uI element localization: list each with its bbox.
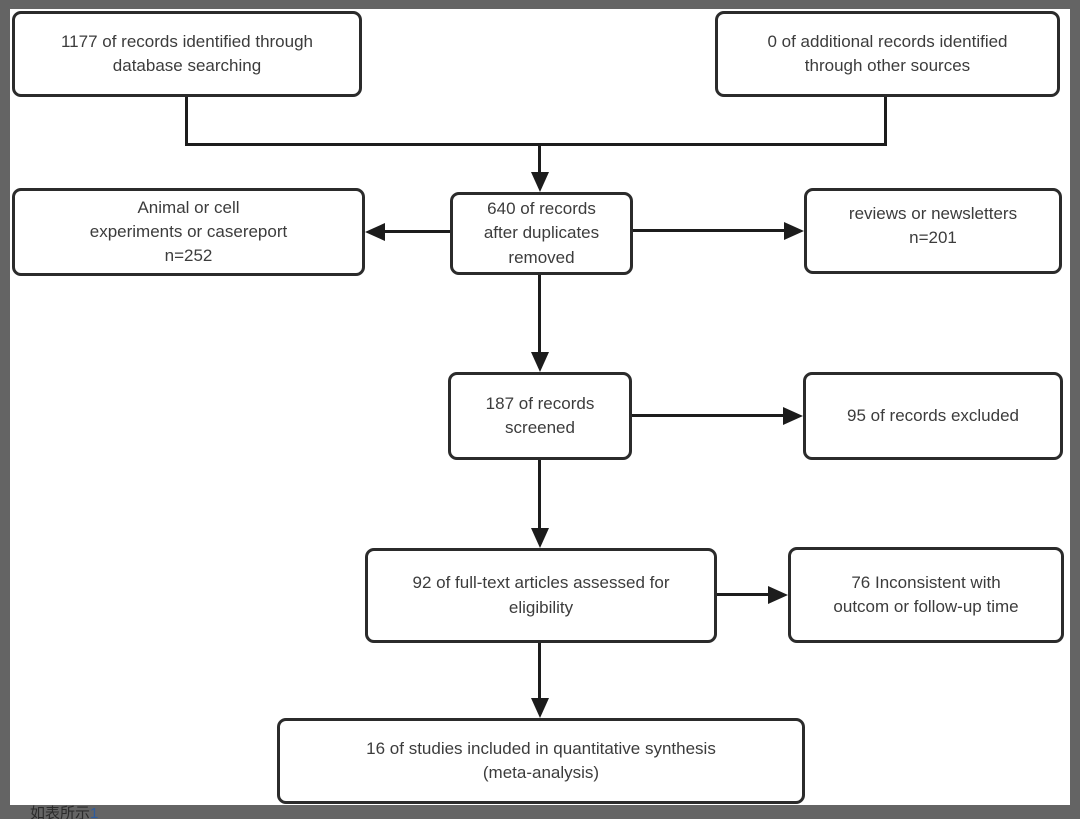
connector-line (185, 97, 188, 146)
box-text-line: 76 Inconsistent with (851, 572, 1001, 592)
arrowhead-down-icon (531, 698, 549, 718)
connector-line (538, 643, 541, 700)
box-excluded-inconsistent: 76 Inconsistent with outcom or follow-up… (788, 547, 1064, 643)
box-studies-included: 16 of studies included in quantitative s… (277, 718, 805, 804)
connector-line (383, 230, 450, 233)
box-fulltext-assessed: 92 of full-text articles assessed for el… (365, 548, 717, 643)
connector-line (185, 143, 887, 146)
box-text-line: screened (505, 418, 575, 437)
box-text-line: outcom or follow-up time (833, 597, 1019, 616)
box-excluded-reviews-newsletters: reviews or newsletters n=201 (804, 188, 1062, 274)
box-text-line: Animal or cell (137, 197, 240, 217)
diagram-canvas: 1177 of records identified through datab… (10, 9, 1070, 805)
box-text-line: database searching (112, 56, 262, 75)
box-text-line: through other sources (804, 56, 971, 75)
box-after-duplicates-removed: 640 of records after duplicates removed (450, 192, 633, 275)
box-text-line: (meta-analysis) (482, 763, 600, 782)
caption-reference-number: 1 (90, 805, 99, 819)
box-text-line: 16 of studies included in quantitative s… (366, 738, 716, 758)
box-text-line: 92 of full-text articles assessed for (412, 573, 670, 593)
box-text-line: 1177 of records identified through (60, 31, 314, 51)
box-text-line: 95 of records excluded (847, 405, 1019, 425)
connector-line (633, 229, 786, 232)
box-text-line: eligibility (508, 597, 574, 617)
connector-line (884, 97, 887, 146)
box-additional-records: 0 of additional records identified throu… (715, 11, 1060, 97)
arrowhead-right-icon (783, 407, 803, 425)
box-text-line: 640 of records (487, 199, 596, 219)
box-text-line: 187 of records (485, 393, 595, 413)
caption-text: 如表所示 (30, 805, 91, 819)
box-text-line: reviews or newsletters (848, 204, 1018, 223)
box-records-excluded: 95 of records excluded (803, 372, 1063, 460)
box-records-screened: 187 of records screened (448, 372, 632, 460)
arrowhead-down-icon (531, 528, 549, 548)
connector-line (538, 275, 541, 354)
box-text-line: removed (508, 247, 575, 267)
box-excluded-animal-cell: Animal or cell experiments or casereport… (12, 188, 365, 276)
box-text-line: experiments or casereport (89, 221, 288, 241)
arrowhead-down-icon (531, 352, 549, 372)
arrowhead-left-icon (365, 223, 385, 241)
box-text-line: after duplicates (483, 223, 600, 243)
box-text-line: n=201 (909, 228, 957, 248)
arrowhead-right-icon (784, 222, 804, 240)
arrowhead-right-icon (768, 586, 788, 604)
box-records-identified: 1177 of records identified through datab… (12, 11, 362, 97)
connector-line (538, 460, 541, 530)
connector-line (632, 414, 785, 417)
connector-line (538, 143, 541, 174)
box-text-line: 0 of additional records identified (767, 31, 1008, 51)
arrowhead-down-icon (531, 172, 549, 192)
figure-caption: 如表所示1 (30, 806, 98, 819)
box-text-line: n=252 (164, 246, 213, 266)
connector-line (717, 593, 770, 596)
